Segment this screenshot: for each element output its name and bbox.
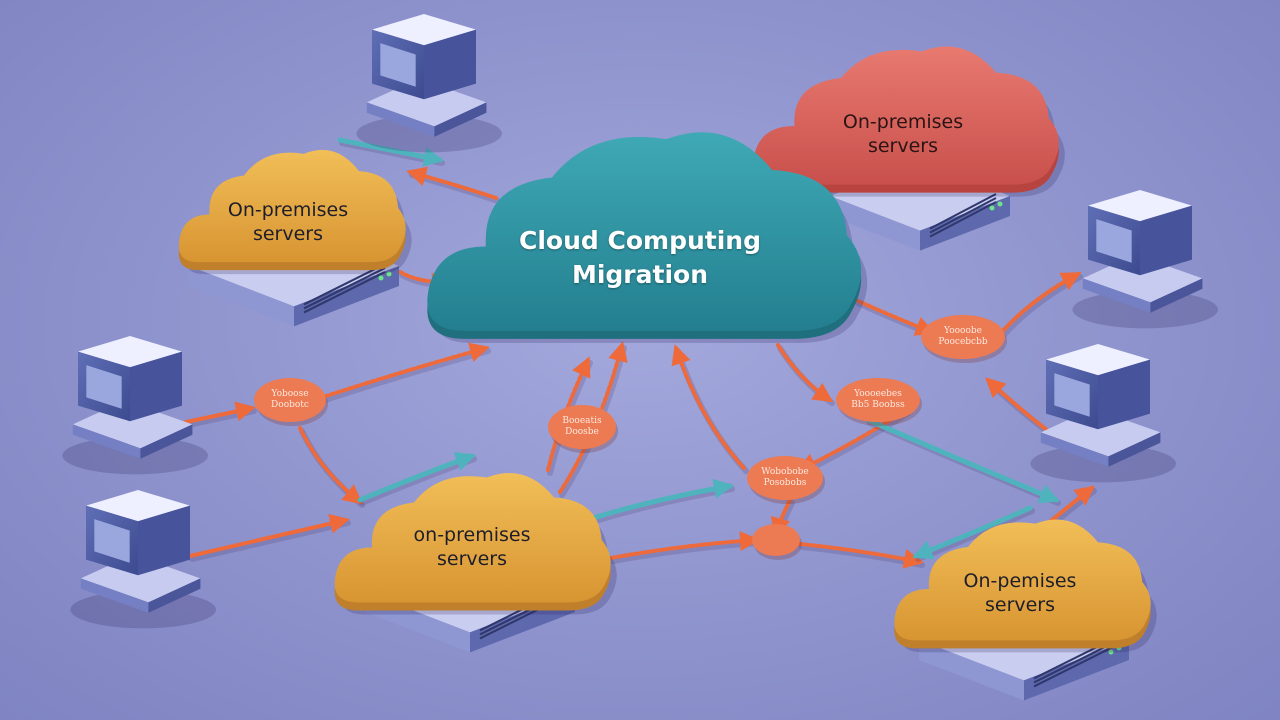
arrow-hub-to-cloud-3 bbox=[798, 542, 925, 569]
tag-bubble-5 bbox=[921, 315, 1007, 363]
tag-bubble-2 bbox=[548, 405, 618, 453]
cloud-icon-2 bbox=[334, 473, 617, 615]
arrow-tag-1-to-main bbox=[318, 342, 491, 404]
tag-bubble-3 bbox=[747, 456, 825, 504]
arrow-server-4-to-cloud-2 bbox=[188, 513, 351, 562]
teal-arrow-1 bbox=[357, 452, 477, 506]
arrow-to-cloud-1 bbox=[406, 166, 501, 204]
red-cloud-icon bbox=[753, 46, 1065, 197]
teal-arrow-2 bbox=[577, 478, 735, 528]
server-tower-icon-3 bbox=[70, 490, 216, 629]
arrow-server-3-to-tag-1 bbox=[184, 401, 257, 428]
cloud-icon-1 bbox=[178, 149, 412, 275]
server-tower-icon-4 bbox=[1072, 190, 1218, 329]
arrow-tag-3-to-main bbox=[671, 344, 749, 474]
arrow-cloud-2-to-hub bbox=[598, 531, 761, 566]
arrow-main-to-tag-4 bbox=[776, 343, 835, 406]
arrow-tag-5-to-server-5 bbox=[998, 272, 1083, 340]
server-tower-icon-1 bbox=[356, 14, 503, 153]
teal-arrow-3 bbox=[865, 417, 1061, 506]
hub-node bbox=[752, 524, 802, 560]
teal-arrow-4 bbox=[912, 505, 1035, 562]
teal-arrow-5 bbox=[337, 137, 445, 167]
server-tower-icon-2 bbox=[62, 336, 208, 475]
main-cloud-icon bbox=[427, 132, 868, 343]
nodes-layer bbox=[62, 14, 1218, 701]
cloud-icon-3 bbox=[894, 519, 1157, 653]
server-tower-icon-5 bbox=[1030, 344, 1176, 483]
tag-bubble-1 bbox=[254, 378, 328, 426]
tag-bubble-4 bbox=[836, 378, 922, 426]
arrow-tag-1-to-cloud-2 bbox=[298, 426, 365, 508]
arrow-main-to-tag-5 bbox=[854, 298, 937, 338]
